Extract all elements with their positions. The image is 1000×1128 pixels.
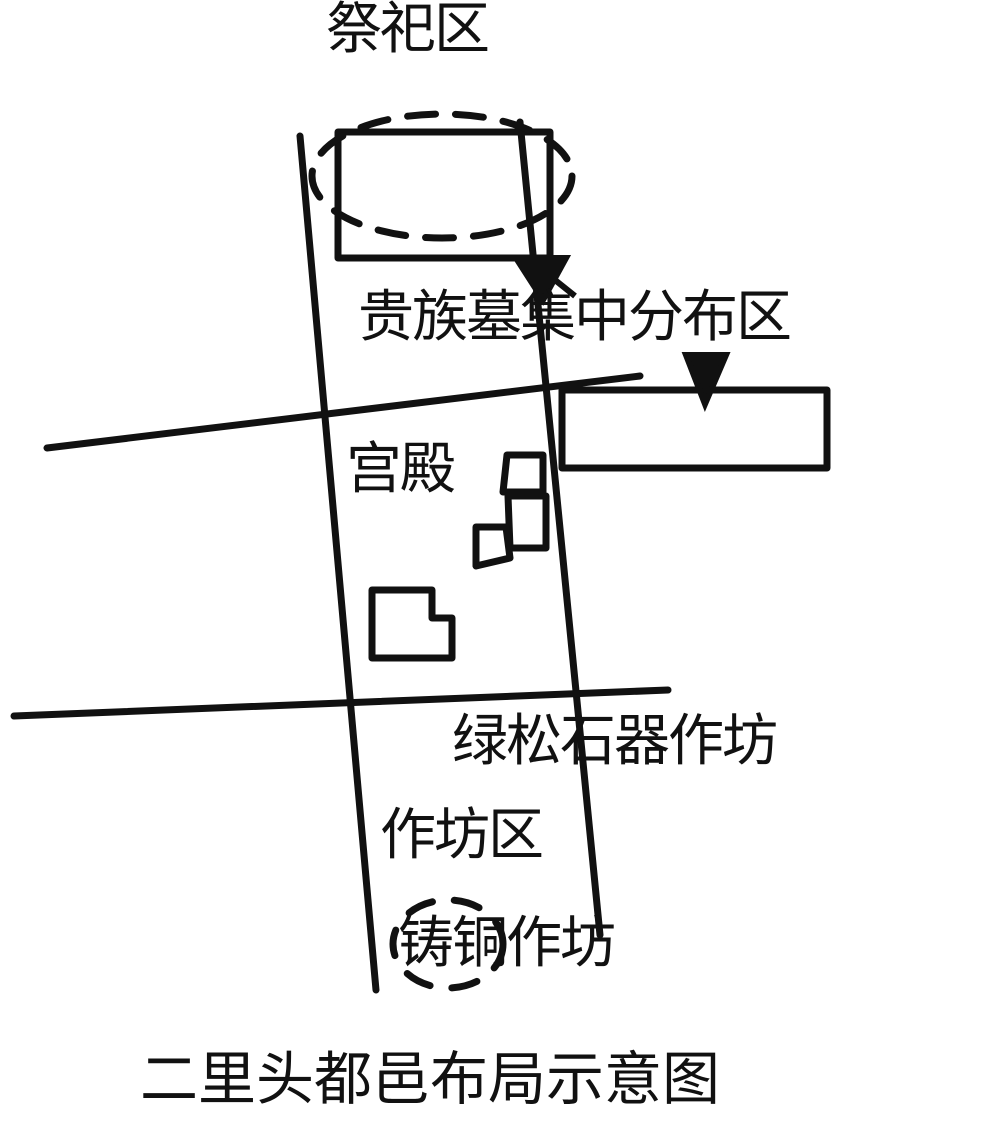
road-south-horizontal: [10, 686, 672, 720]
arrow-head-tombs-icon: [681, 352, 731, 412]
label-turquoise-workshop: 绿松石器作坊: [452, 709, 778, 774]
palace-block-1: [499, 451, 547, 496]
bronze-workshop-dashed-circle: [389, 896, 507, 992]
diagram-title: 二里头都邑布局示意图: [140, 1045, 721, 1113]
arrow-head-ritual-icon: [510, 255, 572, 306]
palace-block-2: [504, 492, 550, 552]
noble-tombs-rect: [558, 386, 831, 472]
arrow-shaft-ritual: [553, 277, 577, 299]
palace-block-4: [368, 586, 456, 662]
label-workshop-area: 作坊区: [380, 803, 544, 868]
ritual-area-rect: [334, 128, 554, 262]
palace-block-3: [472, 523, 514, 570]
label-ritual-area: 祭祀区: [326, 0, 490, 62]
ritual-area-dashed-ellipse: [308, 110, 576, 242]
road-west-vertical: [296, 132, 380, 994]
label-noble-tombs: 贵族墓集中分布区: [358, 285, 792, 350]
road-north-horizontal: [43, 372, 644, 452]
label-palace: 宫殿: [346, 437, 456, 502]
label-bronze-workshop: 铸铜作坊: [398, 911, 616, 976]
